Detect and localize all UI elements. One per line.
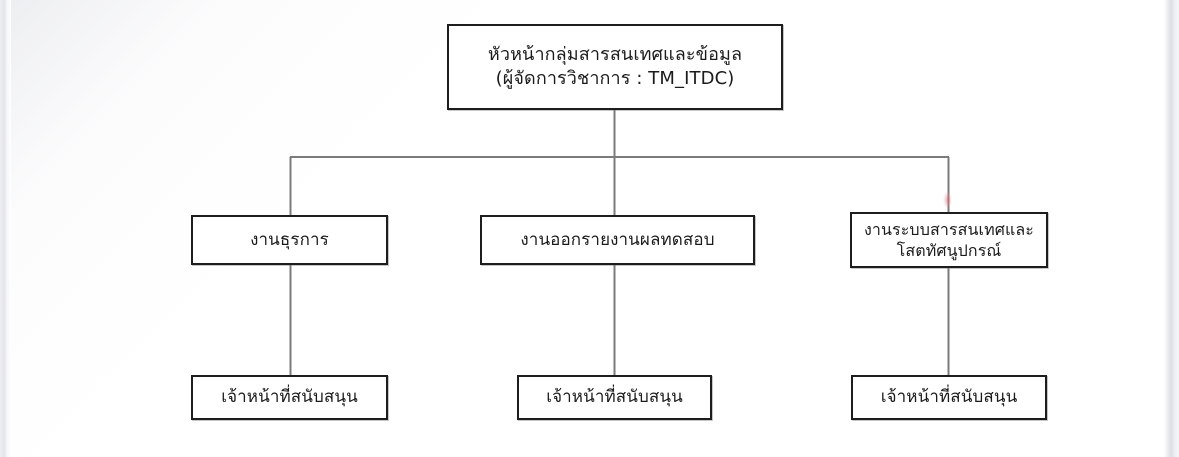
org-node-staff-report-label: เจ้าหน้าที่สนับสนุน (546, 387, 683, 408)
org-node-report-label: งานออกรายงานผลทดสอบ (520, 229, 715, 250)
org-node-info-av-label: งานระบบสารสนเทศและ โสตทัศนูปกรณ์ (864, 219, 1034, 260)
org-node-admin[interactable]: งานธุรการ (191, 215, 388, 265)
org-node-staff-info-label: เจ้าหน้าที่สนับสนุน (880, 387, 1018, 408)
org-node-report[interactable]: งานออกรายงานผลทดสอบ (480, 215, 755, 265)
org-node-staff-info[interactable]: เจ้าหน้าที่สนับสนุน (851, 375, 1047, 420)
page-edge-left (0, 0, 11, 457)
annotation-smudge (944, 192, 951, 208)
org-node-root-label: หัวหน้ากลุ่มสารสนเทศและข้อมูล (ผู้จัดการ… (487, 44, 743, 89)
org-node-root[interactable]: หัวหน้ากลุ่มสารสนเทศและข้อมูล (ผู้จัดการ… (447, 24, 783, 110)
org-node-admin-label: งานธุรการ (250, 229, 329, 250)
org-node-staff-admin[interactable]: เจ้าหน้าที่สนับสนุน (191, 375, 388, 420)
org-node-staff-admin-label: เจ้าหน้าที่สนับสนุน (221, 387, 358, 408)
org-node-staff-report[interactable]: เจ้าหน้าที่สนับสนุน (517, 375, 712, 420)
org-node-info-av[interactable]: งานระบบสารสนเทศและ โสตทัศนูปกรณ์ (850, 212, 1048, 268)
page-edge-right (1164, 0, 1179, 457)
